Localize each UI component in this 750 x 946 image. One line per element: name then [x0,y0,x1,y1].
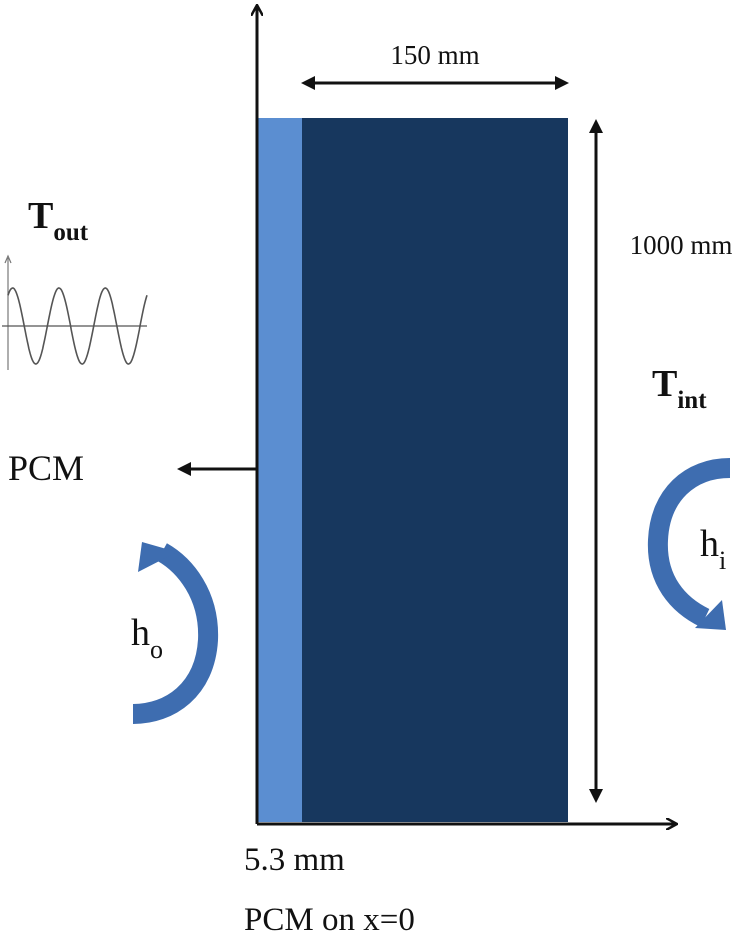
indoor-temperature-symbol: T [652,363,677,405]
outdoor-temperature-symbol: T [28,195,53,237]
pcm-layer [258,118,302,822]
indoor-coefficient-subscript: i [719,546,726,575]
indoor-convection-curved-arrow-icon [647,458,731,630]
sine-wave-icon [2,254,148,370]
height-dimension-label: 1000 mm [630,230,733,260]
outdoor-coefficient-subscript: o [150,635,163,664]
width-dimension-label: 150 mm [390,40,479,70]
wall-block [258,118,568,822]
outdoor-coefficient-label: ho [131,612,163,664]
outdoor-convection-curved-arrow-icon [132,542,219,724]
caption: PCM on x=0 [244,902,415,938]
indoor-temperature-subscript: int [677,387,707,414]
pcm-thickness-label: 5.3 mm [244,842,345,878]
outdoor-temperature-label: Tout [28,195,89,246]
outdoor-coefficient-symbol: h [131,612,150,654]
indoor-coefficient-label: hi [700,523,726,575]
indoor-coefficient-symbol: h [700,523,719,565]
indoor-temperature-label: Tint [652,363,707,414]
outdoor-temperature-subscript: out [53,219,88,246]
pcm-pointer-label: PCM [8,448,84,488]
